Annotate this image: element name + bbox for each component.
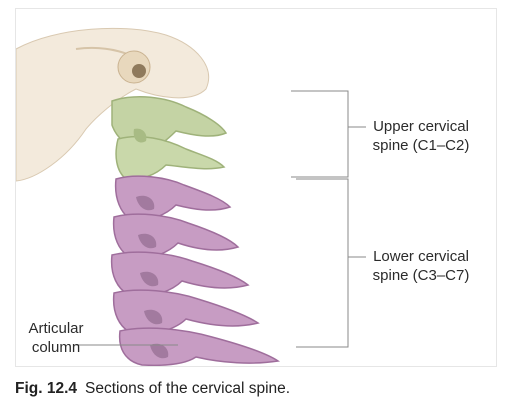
vertebra-c7 (118, 327, 281, 366)
upper-label-line1: Upper cervical (373, 118, 469, 135)
lower-bracket (296, 178, 349, 348)
figure-number: Fig. 12.4 (15, 380, 78, 397)
articular-label-line2: column (31, 339, 81, 356)
upper-cervical-label: Upper cervical spine (C1–C2) (356, 117, 486, 155)
lower-cervical-label: Lower cervical spine (C3–C7) (356, 247, 486, 285)
foramen-mark (132, 64, 146, 78)
lower-cervical-vertebrae (110, 175, 281, 366)
articular-column-label: Articular column (16, 319, 96, 357)
cervical-spine-illustration (16, 27, 366, 366)
articular-label-line1: Articular (28, 320, 84, 337)
upper-cervical-vertebrae (111, 96, 228, 181)
figure-panel: Upper cervical spine (C1–C2) Lower cervi… (15, 8, 497, 367)
caption-text: Sections of the cervical spine. (85, 380, 291, 397)
upper-label-line2: spine (C1–C2) (372, 137, 470, 154)
articular-facets (136, 195, 169, 359)
lower-label-line2: spine (C3–C7) (372, 267, 470, 284)
upper-bracket (291, 90, 349, 178)
skull-base (16, 27, 210, 182)
lower-label-line1: Lower cervical (373, 248, 469, 265)
figure-caption: Fig. 12.4 Sections of the cervical spine. (15, 380, 290, 398)
